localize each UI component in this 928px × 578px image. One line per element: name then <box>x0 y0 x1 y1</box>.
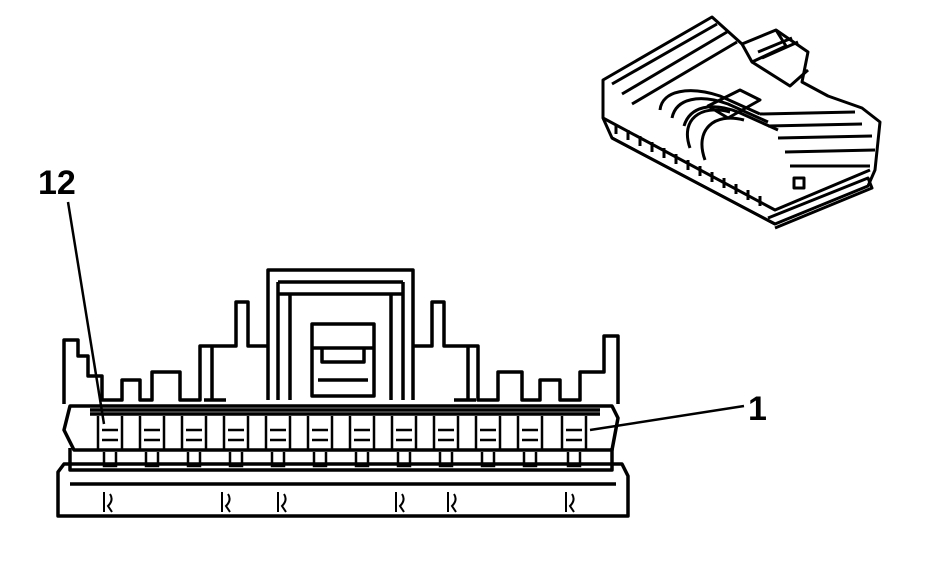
callout-pin-1: 1 <box>748 390 767 428</box>
terminal-cavity <box>348 416 376 468</box>
leader-line-pin-1 <box>589 404 745 432</box>
housing-upper-outline <box>62 300 620 404</box>
latch-housing <box>266 268 415 400</box>
terminal-cavity <box>180 416 208 468</box>
terminal-cavity <box>222 416 250 468</box>
terminal-cavity <box>390 416 418 468</box>
callout-pin-12: 12 <box>38 164 76 202</box>
terminal-cavity <box>96 416 124 468</box>
connector-front-view <box>56 268 630 518</box>
terminal-cavity <box>432 416 460 468</box>
terminal-cavity <box>516 416 544 468</box>
connector-isometric-view <box>601 15 882 230</box>
base-clip <box>447 492 457 513</box>
base-clip <box>277 492 287 513</box>
latch-window <box>310 322 376 398</box>
terminal-cavities <box>96 416 588 468</box>
base-clips <box>103 492 575 513</box>
leader-line-pin-12 <box>66 201 106 425</box>
terminal-cavity <box>306 416 334 468</box>
terminal-cavity <box>138 416 166 468</box>
base-clip <box>221 492 231 513</box>
base-clip <box>103 492 113 513</box>
terminal-cavity <box>474 416 502 468</box>
terminal-cavity <box>264 416 292 468</box>
housing-base <box>56 462 630 518</box>
terminal-cavity <box>560 416 588 468</box>
base-clip <box>395 492 405 513</box>
base-clip <box>565 492 575 513</box>
